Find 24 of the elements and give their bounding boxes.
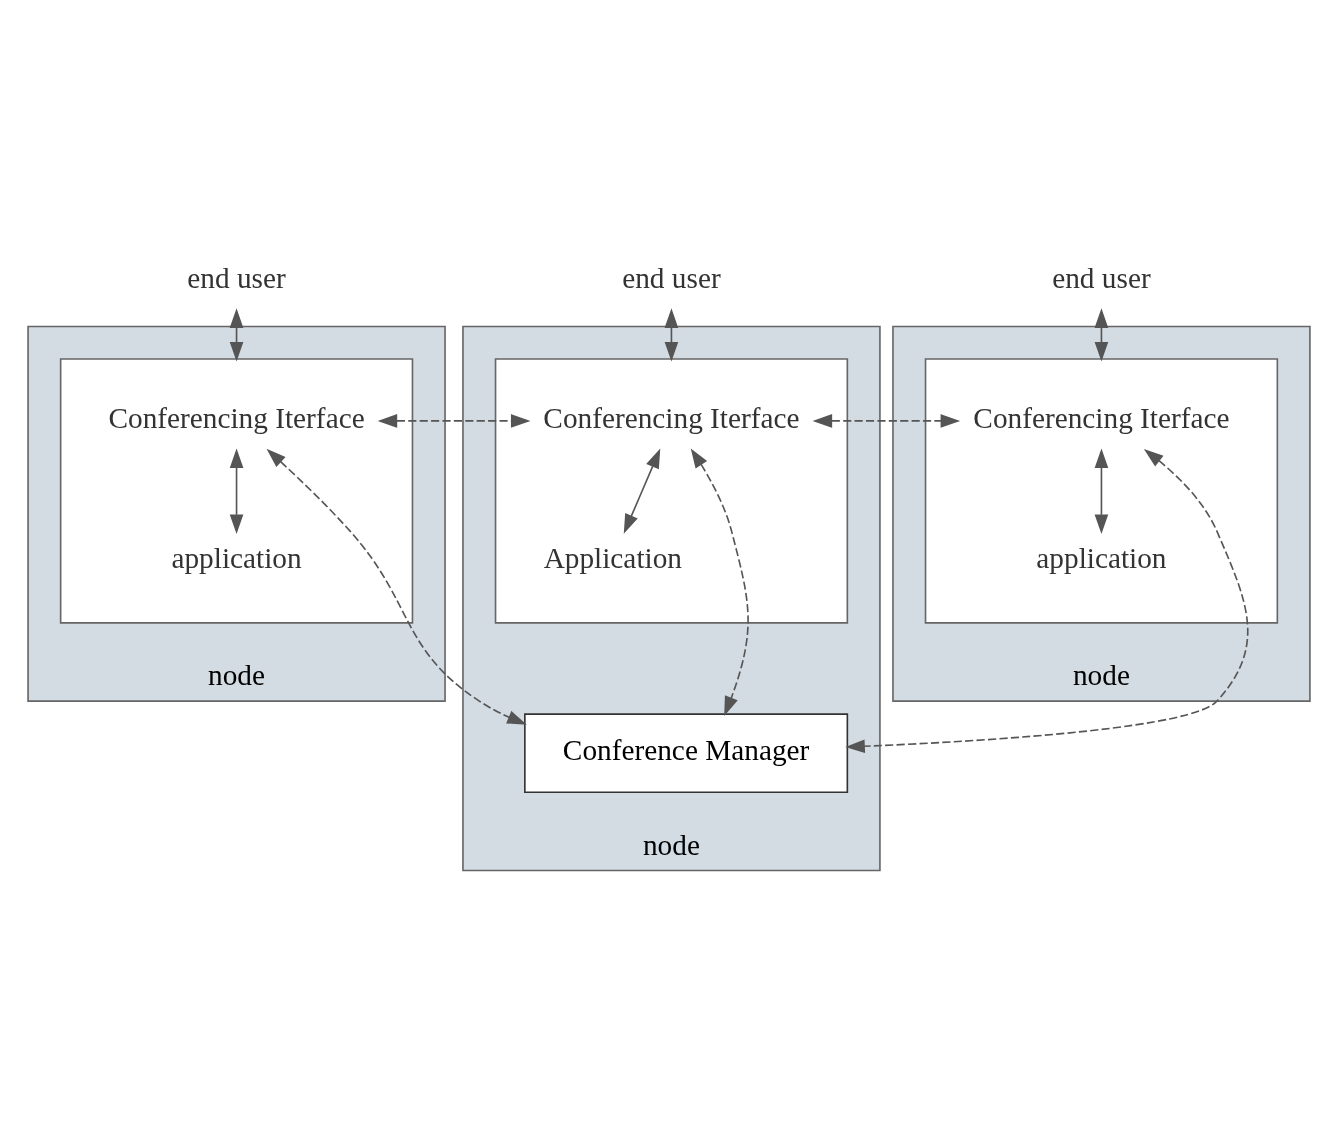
cluster [494,358,849,624]
node-text: application [171,542,302,575]
arrow [812,414,961,428]
arrow [229,448,244,534]
node-text: end user [187,262,286,294]
node-text: end user [622,262,721,294]
arrow [1094,308,1109,362]
node-text: Conferencing Iterface [973,402,1230,435]
cluster [924,358,1279,624]
node-box: Conference Manager [524,713,849,794]
node-text: application [1036,542,1167,575]
cluster [59,358,414,624]
node-text: end user [1052,262,1151,294]
arrow [690,448,749,717]
arrow [266,448,527,725]
arrow [623,448,661,534]
node-text: Conferencing Iterface [543,402,800,435]
node-text: Conferencing Iterface [108,402,365,435]
node-text: Application [543,542,682,575]
arrow [229,308,244,362]
arrow [845,449,1249,754]
arrow [664,308,679,362]
arrow [1094,448,1109,534]
arrow [377,414,531,428]
